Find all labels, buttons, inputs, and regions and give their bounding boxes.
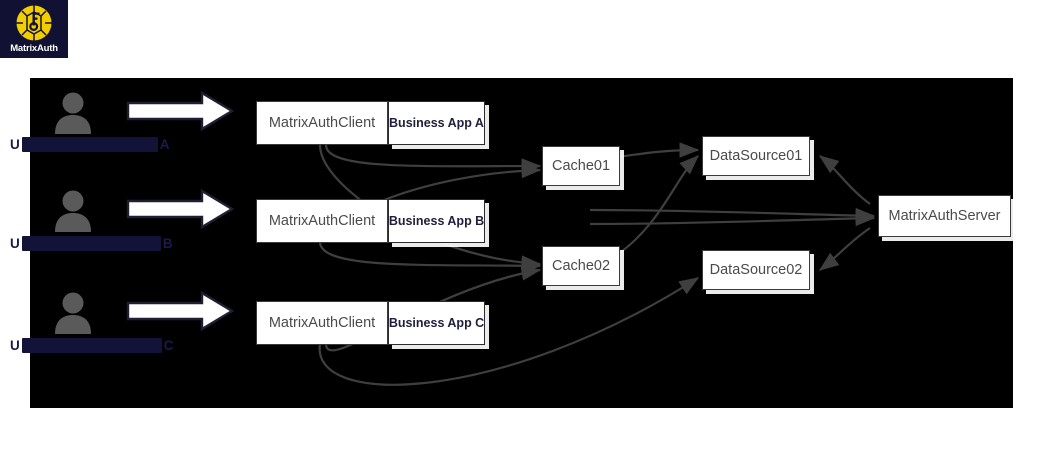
user-label-redaction [21, 338, 162, 353]
node-matrixauthclient-b[interactable]: MatrixAuthClient [256, 199, 388, 243]
user-label-b: U B [10, 235, 173, 252]
block-arrow-right-icon [126, 188, 235, 230]
user-label-redaction [21, 137, 158, 152]
node-business-app-b[interactable]: Business App B [388, 199, 485, 243]
user-label-lead: U [10, 338, 20, 353]
node-cache01[interactable]: Cache01 [542, 146, 620, 186]
node-label: Business App C [388, 316, 485, 330]
node-cache02[interactable]: Cache02 [542, 246, 620, 286]
matrixauth-logo-badge: MatrixAuth [0, 0, 68, 58]
user-label-lead: U [10, 236, 20, 251]
user-label-c: U C [10, 337, 174, 354]
person-icon [52, 90, 94, 134]
person-icon [52, 290, 94, 334]
node-matrixauthclient-c[interactable]: MatrixAuthClient [256, 301, 388, 345]
node-matrixauthclient-a[interactable]: MatrixAuthClient [256, 101, 388, 145]
node-datasource02[interactable]: DataSource02 [702, 250, 810, 290]
node-label: Cache01 [551, 158, 611, 174]
matrixauth-ball-icon [13, 2, 55, 44]
node-label: MatrixAuthServer [888, 208, 1001, 224]
user-label-redaction [21, 236, 161, 251]
block-arrow-right-icon [126, 290, 235, 332]
node-label: Cache02 [551, 258, 611, 274]
user-label-tail: C [163, 338, 174, 353]
user-label-a: U A [10, 136, 170, 153]
user-label-tail: A [159, 137, 170, 152]
user-label-lead: U [10, 137, 20, 152]
node-label: MatrixAuthClient [268, 213, 376, 229]
node-business-app-a[interactable]: Business App A [388, 101, 485, 145]
connector-lines [318, 142, 876, 386]
node-business-app-c[interactable]: Business App C [388, 301, 485, 345]
node-datasource01[interactable]: DataSource01 [702, 136, 810, 176]
node-label: MatrixAuthClient [268, 315, 376, 331]
user-label-tail: B [162, 236, 173, 251]
node-label: MatrixAuthClient [268, 115, 376, 131]
node-label: DataSource02 [709, 262, 803, 278]
node-label: Business App B [388, 214, 485, 228]
node-label: DataSource01 [709, 148, 803, 164]
person-icon [52, 188, 94, 232]
brand-name: MatrixAuth [10, 43, 58, 54]
node-label: Business App A [389, 116, 484, 130]
node-matrixauthserver[interactable]: MatrixAuthServer [878, 195, 1011, 237]
architecture-diagram-canvas: MatrixAuthClient Business App A U A Matr… [10, 78, 1013, 408]
block-arrow-right-icon [126, 90, 235, 132]
